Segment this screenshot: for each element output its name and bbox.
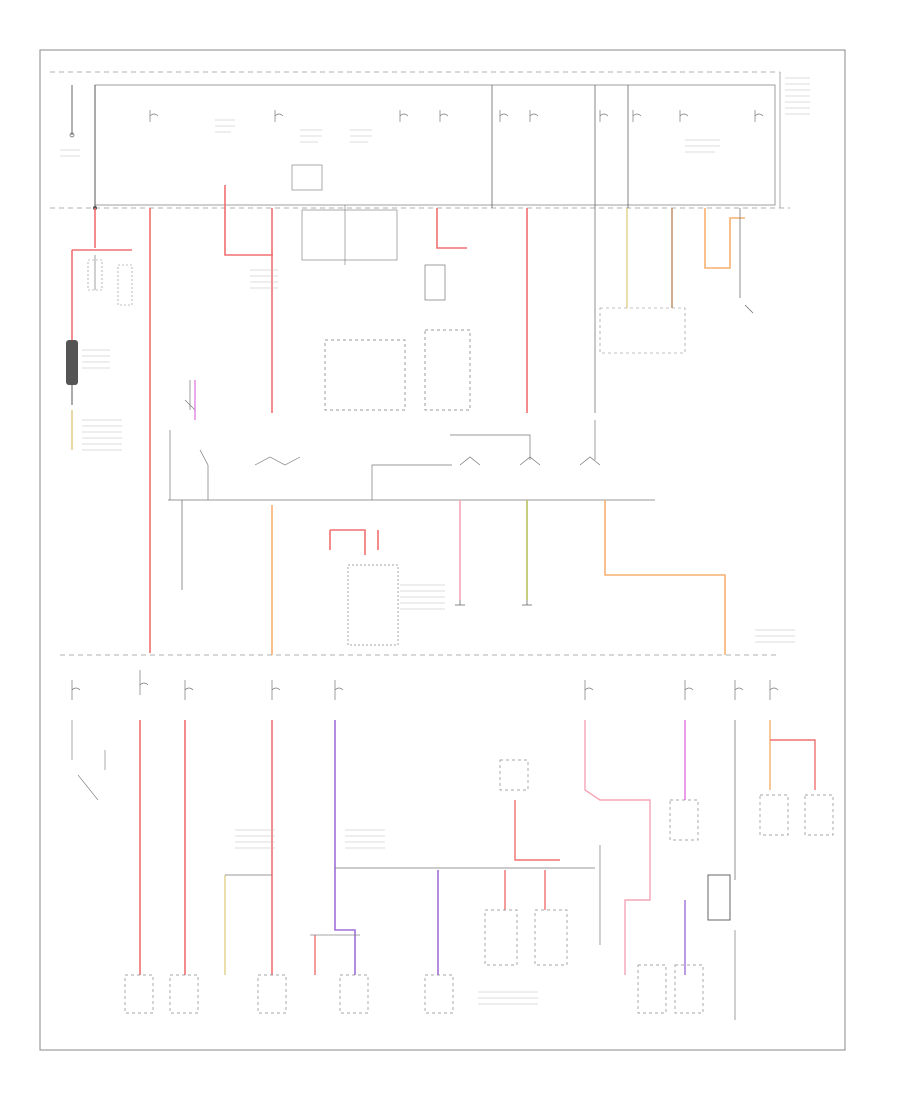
lower-fuse-box	[60, 654, 780, 700]
middle-connections	[181, 304, 754, 655]
main-feeds	[149, 185, 745, 655]
battery-circuit	[66, 85, 133, 450]
diagram-frame	[39, 49, 846, 1051]
annotation-ticks	[60, 77, 810, 1005]
lower-branches	[139, 720, 816, 1020]
lower-components	[71, 720, 834, 1014]
top-fuse-box	[50, 71, 790, 265]
ignition-switch	[168, 264, 655, 501]
